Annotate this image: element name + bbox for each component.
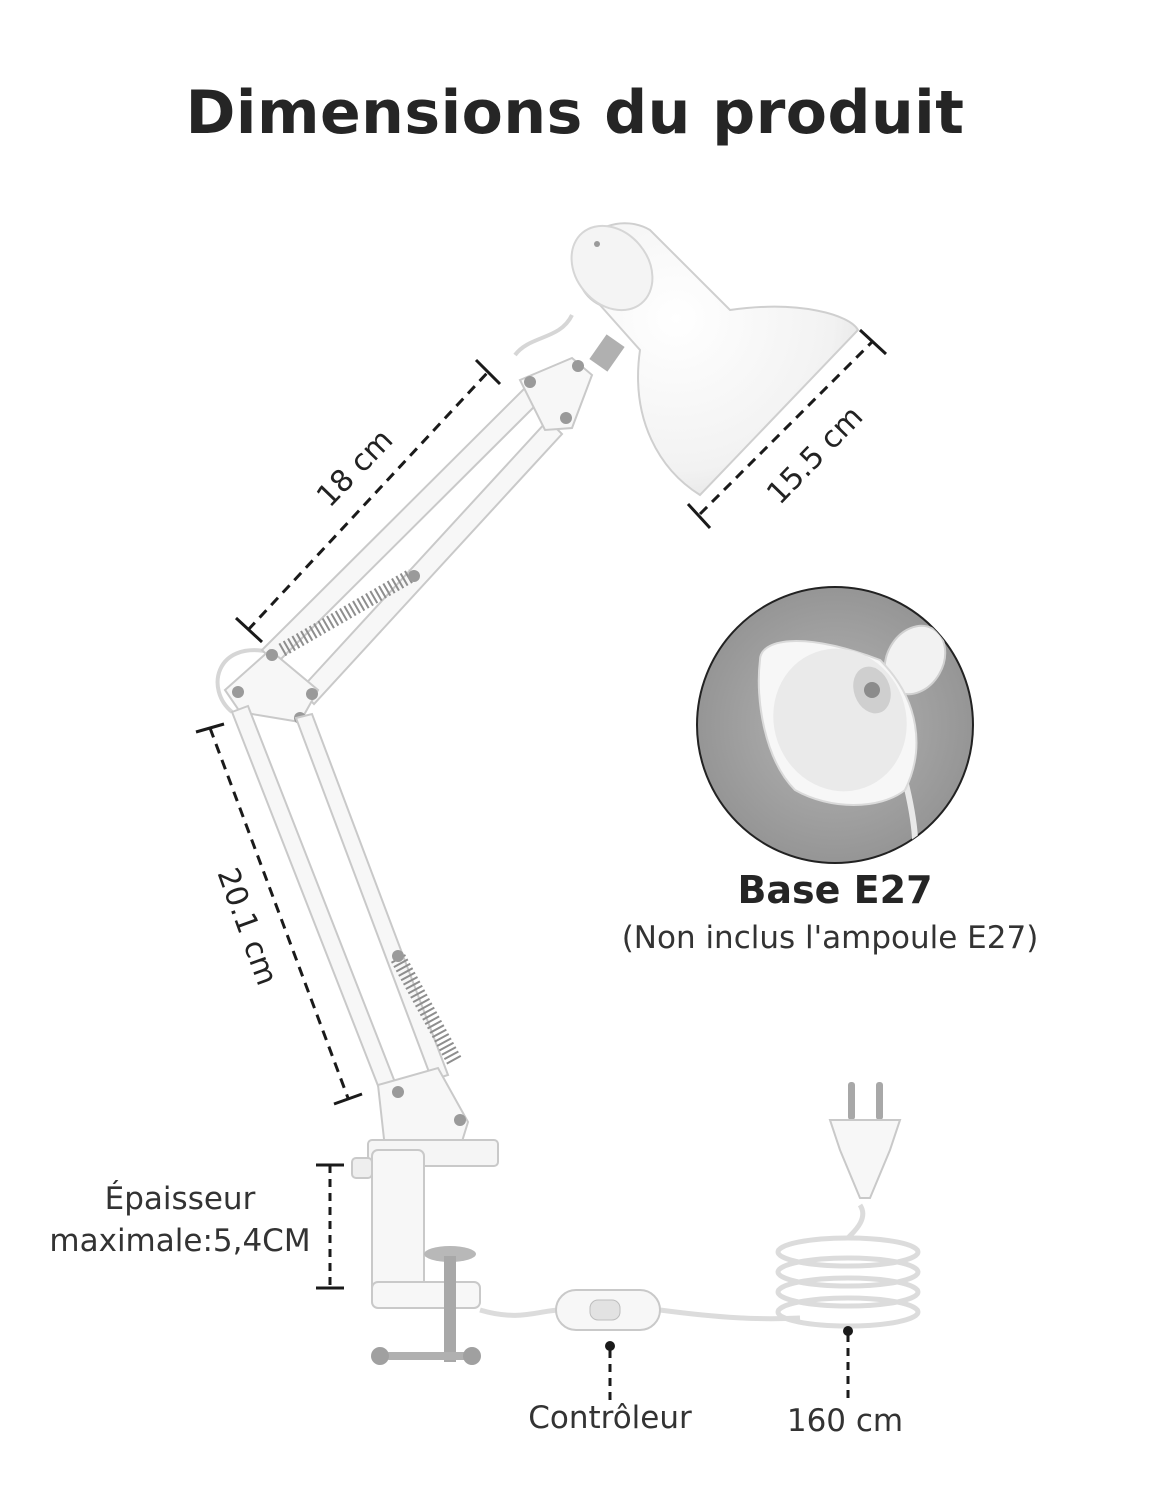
controller-pointer-dot	[605, 1341, 615, 1351]
table-clamp	[351, 1139, 499, 1365]
cord-pointer-dot	[843, 1326, 853, 1336]
lamp-shade	[570, 222, 860, 497]
dim-label-upper-arm: 18 cm	[310, 423, 400, 515]
socket-detail-circle	[696, 586, 974, 864]
clamp-thickness-line2: maximale:5,4CM	[49, 1223, 311, 1259]
upper-spring	[278, 568, 420, 657]
socket-base-note: (Non inclus l'ampoule E27)	[621, 920, 1039, 956]
controller-label: Contrôleur	[528, 1400, 692, 1436]
dim-label-lower-arm: 20.1 cm	[210, 863, 285, 990]
lamp-illustration	[215, 222, 921, 1365]
base-joint	[376, 1066, 470, 1149]
lower-spring	[390, 950, 463, 1066]
dimension-lines	[195, 328, 888, 1400]
cord-length-label: 160 cm	[786, 1403, 904, 1439]
clamp-thickness-line1: Épaisseur	[104, 1181, 256, 1217]
head-joint	[518, 334, 625, 432]
clamp-thickness-label: Épaisseur maximale:5,4CM	[30, 1178, 330, 1262]
lower-arm	[230, 704, 450, 1098]
socket-base-title: Base E27	[737, 868, 933, 912]
inline-switch	[555, 1289, 661, 1331]
eu-plug	[828, 1082, 902, 1199]
page-title: Dimensions du produit	[185, 78, 965, 148]
upper-arm	[260, 373, 564, 706]
power-cord	[479, 1203, 921, 1329]
